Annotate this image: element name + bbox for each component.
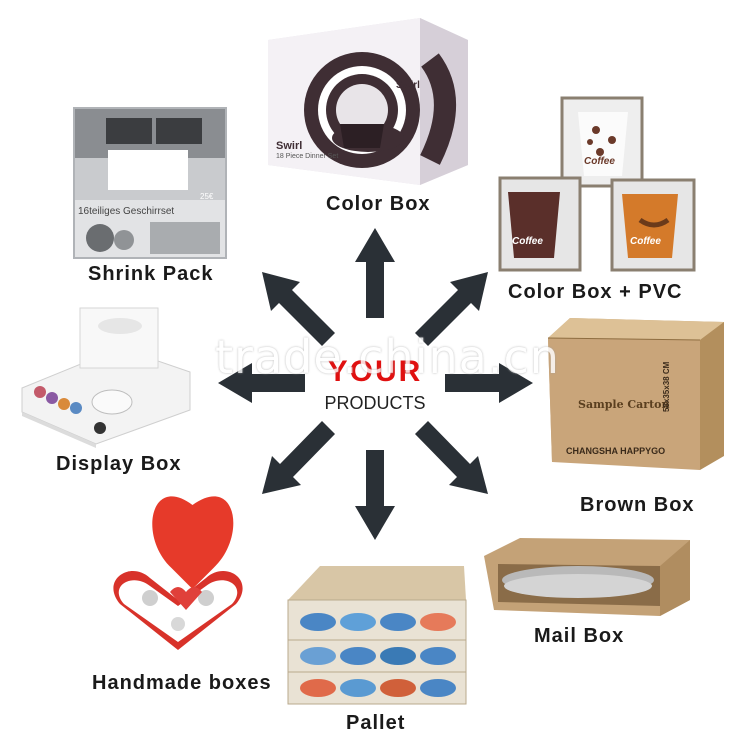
carton-brand: CHANGSHA HAPPYGO: [566, 446, 666, 456]
color-box-subtitle: 18 Piece Dinner Set: [276, 153, 339, 160]
label-color-box-pvc: Color Box + PVC: [508, 281, 683, 303]
label-handmade-boxes: Handmade boxes: [92, 672, 272, 694]
color-box-title: Swirl: [396, 80, 420, 91]
color-box-pvc-image: [498, 96, 696, 272]
label-pallet: Pallet: [346, 712, 406, 734]
cup-text-right: Coffee: [630, 236, 661, 247]
arrow-up-left: [262, 272, 335, 346]
handmade-boxes-image: [113, 496, 243, 650]
label-color-box: Color Box: [326, 193, 431, 215]
brown-box-image: [547, 318, 724, 470]
center-title: YOUR: [327, 355, 423, 388]
color-box-side-title: Swirl: [276, 140, 303, 152]
display-box-image: [21, 307, 191, 448]
label-display-box: Display Box: [56, 453, 182, 475]
shrink-pack-image: [73, 107, 227, 259]
arrow-down-left: [262, 421, 335, 494]
cup-text-top: Coffee: [584, 156, 615, 167]
arrows: [218, 228, 533, 540]
arrow-up-right: [415, 272, 488, 346]
arrow-down-right: [415, 421, 488, 494]
arrow-down: [355, 450, 395, 540]
arrow-right: [445, 363, 533, 403]
shrink-pack-text: 16teiliges Geschirrset: [78, 206, 175, 217]
color-box-image: [268, 18, 468, 185]
arrow-left: [218, 363, 305, 403]
label-mail-box: Mail Box: [534, 625, 625, 647]
label-brown-box: Brown Box: [580, 494, 695, 516]
arrow-up: [355, 228, 395, 318]
center-subtitle: PRODUCTS: [324, 393, 426, 413]
watermark: trade.china.cn: [215, 330, 560, 384]
carton-size: 58x35x38 CM: [662, 361, 671, 412]
label-shrink-pack: Shrink Pack: [88, 263, 214, 285]
shrink-pack-price: 25€: [200, 192, 214, 201]
mail-box-image: [484, 538, 690, 616]
carton-title: Sample Carton: [578, 398, 670, 411]
pallet-image: [287, 566, 467, 705]
cup-text-left: Coffee: [512, 236, 543, 247]
